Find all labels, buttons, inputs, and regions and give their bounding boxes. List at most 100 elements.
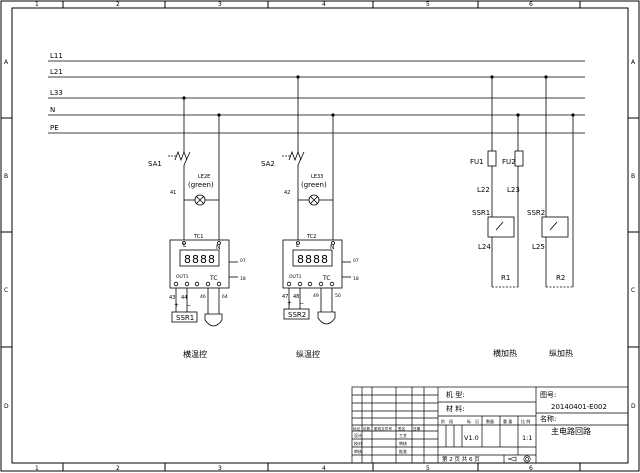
plus: +: [174, 302, 179, 309]
hdr-cell: 更改文件号: [374, 426, 392, 431]
hdr-cell: 标记: [353, 426, 361, 431]
channel-2-circuit: [282, 75, 351, 325]
terminal-18: 18: [353, 276, 359, 282]
title-block-grid: [351, 386, 629, 464]
heater-labels: FU1 FU2 L22 L23 SSR1 SSR2 L24 L25 R1 R2 …: [470, 158, 573, 358]
heater-label: R1: [501, 274, 510, 282]
col-head: 比 例: [521, 418, 530, 424]
col-head: 重 量: [503, 418, 512, 424]
terminal-l: L: [183, 242, 187, 249]
border-labels: 1 2 3 4 5 6 1 2 3 4 5 6 A B C D A B C D: [4, 1, 636, 472]
bus-label: PE: [50, 124, 59, 132]
terminal-n: N: [216, 244, 221, 251]
terminal-n: N: [330, 244, 335, 251]
model-label: 机 型:: [446, 390, 465, 399]
ssr-label: SSR2: [527, 209, 545, 217]
terminal-l: L: [296, 242, 300, 249]
sig-row: 批准: [399, 448, 407, 454]
power-buses: [48, 60, 585, 134]
minus: −: [186, 302, 191, 309]
wire-label: L23: [507, 186, 520, 194]
col-label: 1: [35, 465, 39, 472]
col-label: 6: [529, 1, 533, 8]
bus-label: L33: [50, 89, 63, 97]
wire-47: 47: [282, 294, 288, 300]
channel-caption: 横温控: [183, 349, 207, 359]
col-label: 2: [116, 1, 120, 8]
out-label: OUT1: [176, 274, 189, 280]
channel-2-labels: SA2 LE33 (green) 42 TC2 L N 8888 OUT1 TC…: [261, 160, 359, 359]
row-label: A: [4, 59, 9, 66]
controller-label: TC1: [193, 234, 203, 240]
row-label: B: [4, 173, 8, 180]
row-label: B: [631, 173, 635, 180]
sheet-info: 第 2 页 共 6 页: [442, 455, 480, 463]
controller-label: TC2: [306, 234, 316, 240]
heater-caption: 横加热: [493, 348, 517, 358]
col-head: 标: [467, 418, 471, 424]
lamp-label: LE2E: [198, 174, 210, 180]
col-label: 4: [322, 465, 326, 472]
bus-label: L11: [50, 52, 63, 60]
wire-48: 48: [293, 294, 299, 300]
wire-label: L22: [477, 186, 490, 194]
terminal-07: 07: [240, 258, 246, 264]
hdr-cell: 日期: [413, 426, 421, 431]
projection-symbol: [507, 455, 531, 463]
channel-1-labels: SA1 LE2E (green) 41 TC1 L N 8888 OUT1 TC…: [148, 160, 246, 359]
switch-label: SA1: [148, 160, 162, 168]
material-label: 材 料:: [446, 404, 465, 413]
ssr-label: SSR1: [472, 209, 490, 217]
channel-caption: 纵温控: [296, 349, 320, 359]
row-label: D: [631, 403, 636, 410]
tc-label: TC: [322, 275, 331, 282]
hdr-cell: 处数: [363, 426, 371, 431]
row-label: C: [631, 287, 635, 294]
col-label: 5: [426, 465, 430, 472]
col-label: 3: [218, 465, 222, 472]
wire-label: 42: [284, 190, 290, 196]
ssr-label: SSR1: [176, 314, 194, 322]
heater-circuits: [487, 75, 575, 288]
scale: 1:1: [522, 434, 532, 442]
wire-50: 50: [335, 293, 341, 299]
hdr-cell: 签名: [398, 426, 406, 431]
row-label: A: [631, 59, 636, 66]
col-head: 阶: [441, 418, 445, 424]
col-head: 记: [475, 418, 479, 424]
wire-label: L25: [532, 243, 545, 251]
lamp-label: LE33: [311, 174, 323, 180]
drawing-name: 主电路回路: [551, 426, 591, 436]
wire-46: 46: [200, 294, 206, 300]
sig-row: 校对: [354, 440, 362, 446]
lamp-color: (green): [301, 181, 327, 189]
drawing-no: 20140401-E002: [551, 403, 607, 411]
display-readout: 8888: [297, 253, 329, 266]
channel-1-circuit: [168, 96, 238, 327]
sig-row: 审核: [354, 448, 362, 454]
lamp-color: (green): [188, 181, 214, 189]
heater-caption: 纵加热: [549, 348, 573, 358]
fuse-label: FU2: [502, 158, 516, 166]
sig-row: 工艺: [399, 433, 407, 438]
out-label: OUT1: [289, 274, 302, 280]
col-head: 段: [449, 418, 453, 424]
col-label: 1: [35, 1, 39, 8]
title-block-text: 机 型: 材 料: 图号: 20140401-E002 名称: 主电路回路 V1…: [353, 390, 607, 463]
display-readout: 8888: [184, 253, 216, 266]
switch-label: SA2: [261, 160, 275, 168]
wire-label: 41: [170, 190, 176, 196]
wire-label: L24: [478, 243, 491, 251]
row-label: D: [4, 403, 9, 410]
terminal-18: 18: [240, 276, 246, 282]
wire-49: 49: [313, 293, 319, 299]
bus-label: L21: [50, 68, 63, 76]
terminal-07: 07: [353, 258, 359, 264]
col-label: 2: [116, 465, 120, 472]
tc-label: TC: [209, 275, 218, 282]
minus: −: [299, 300, 304, 307]
bus-label: N: [50, 106, 55, 114]
ssr-label: SSR2: [288, 311, 306, 319]
col-label: 4: [322, 1, 326, 8]
